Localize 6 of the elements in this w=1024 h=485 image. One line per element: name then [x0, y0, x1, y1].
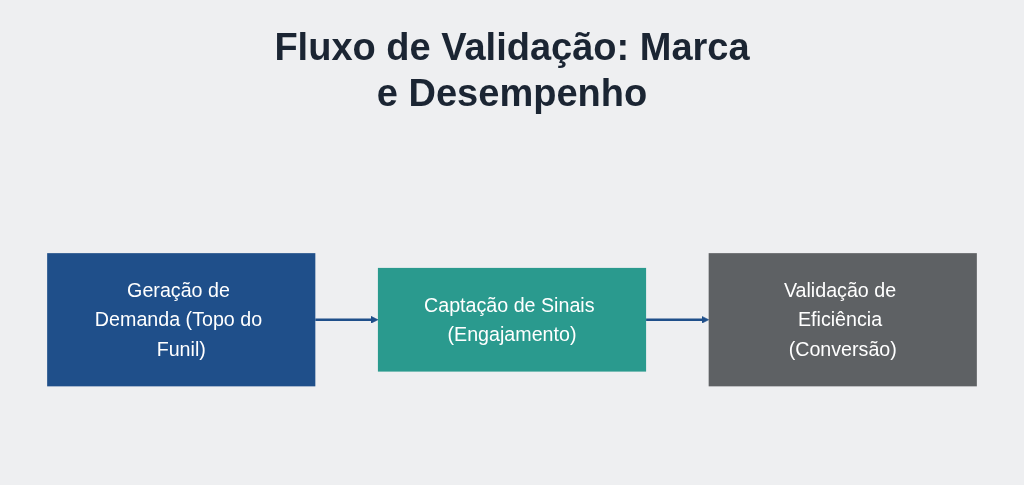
arrow	[315, 316, 379, 324]
node-box: Geração de Demanda (Topo do Funil)	[47, 253, 316, 387]
node-box: Captação de Sinais (Engajamento)	[377, 268, 647, 372]
diagram-title: Fluxo de Validação: Marca e Desempenho	[273, 25, 751, 116]
arrow	[646, 316, 709, 324]
node-box: Validação de Eficiência (Conversão)	[708, 253, 977, 387]
